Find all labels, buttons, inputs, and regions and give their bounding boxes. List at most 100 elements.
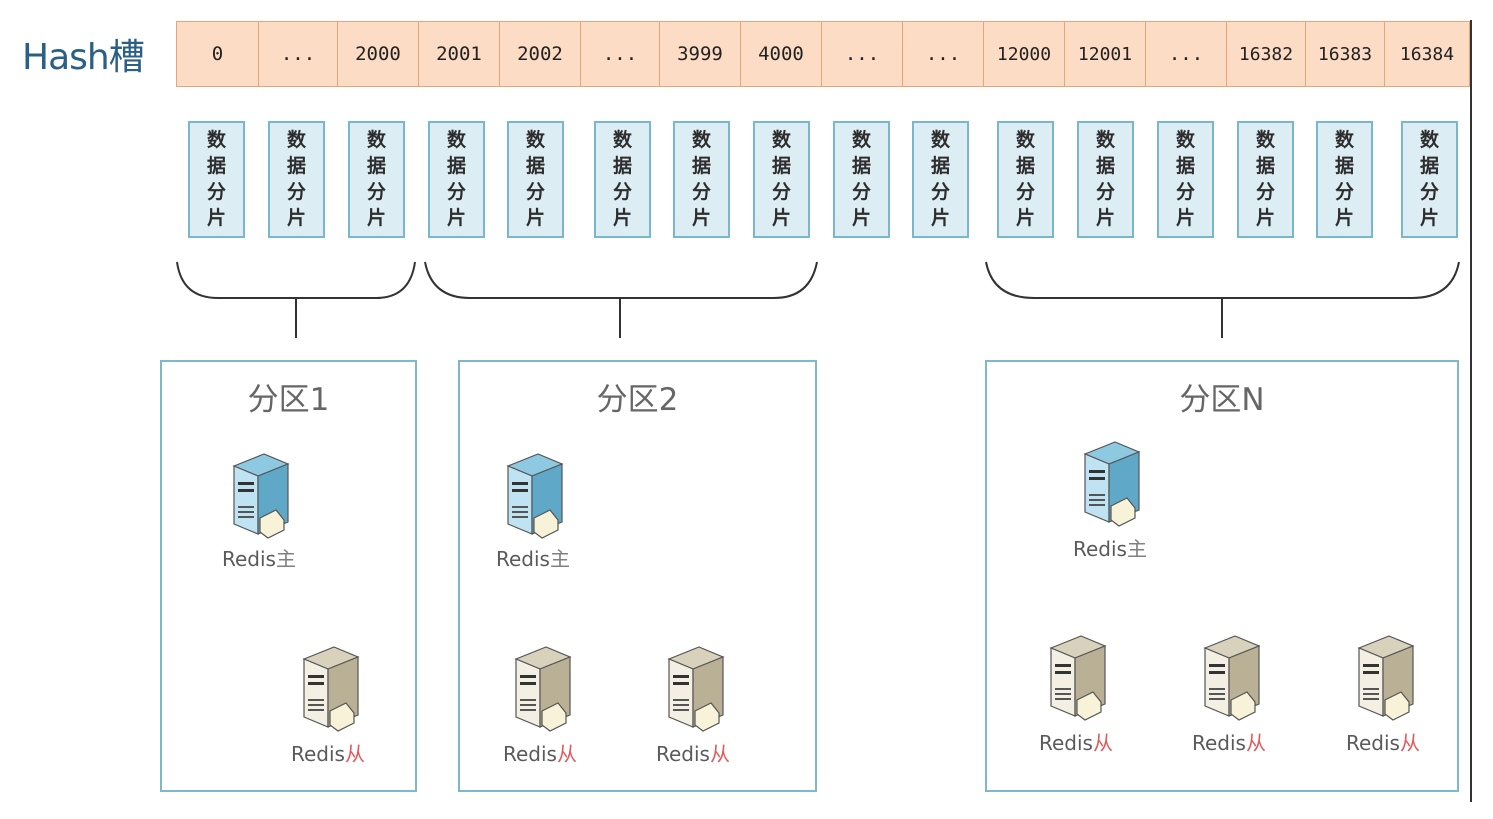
data-shard: 数据分片: [348, 121, 405, 238]
partition-title: 分区N: [1179, 382, 1265, 418]
data-shard-char: 数: [1255, 128, 1275, 151]
data-shard: 数据分片: [1077, 121, 1134, 238]
redis-slave-label: Redis从: [291, 742, 365, 766]
slot-cell: 0: [176, 21, 259, 87]
data-shard-char: 据: [930, 154, 950, 177]
data-shard-char: 数: [1419, 128, 1439, 151]
data-shard-char: 据: [206, 154, 226, 177]
redis-slave-server-icon: [512, 645, 574, 737]
brace-partition-1: [176, 261, 416, 299]
redis-slave-server-icon: [665, 645, 727, 737]
slot-cell: ...: [821, 21, 903, 87]
data-shard-char: 数: [930, 128, 950, 151]
data-shard-char: 据: [1015, 154, 1035, 177]
data-shard-char: 分: [1334, 181, 1354, 204]
redis-slave-server-icon: [1355, 634, 1417, 726]
data-shard-char: 片: [1255, 207, 1275, 230]
redis-slave-label: Redis从: [503, 742, 577, 766]
data-shard-char: 片: [930, 207, 950, 230]
slot-cell: 12001: [1064, 21, 1146, 87]
data-shard-char: 数: [366, 128, 386, 151]
data-shard-char: 数: [691, 128, 711, 151]
data-shard-char: 数: [446, 128, 466, 151]
data-shard-char: 据: [525, 154, 545, 177]
redis-master-server-icon: [504, 452, 566, 544]
data-shard-char: 据: [1095, 154, 1115, 177]
data-shard-char: 据: [851, 154, 871, 177]
data-shard-char: 据: [691, 154, 711, 177]
redis-slave-label: Redis从: [1192, 731, 1266, 755]
data-shard: 数据分片: [594, 121, 651, 238]
data-shard-char: 分: [1419, 181, 1439, 204]
data-shard-char: 片: [525, 207, 545, 230]
data-shard: 数据分片: [833, 121, 890, 238]
data-shard: 数据分片: [507, 121, 564, 238]
slot-cell: 2002: [499, 21, 581, 87]
slot-cell: 3999: [659, 21, 741, 87]
data-shard-char: 片: [771, 207, 791, 230]
data-shard-char: 分: [525, 181, 545, 204]
data-shard-char: 据: [771, 154, 791, 177]
data-shard: 数据分片: [188, 121, 245, 238]
redis-slave-server-icon: [300, 645, 362, 737]
slot-cell: 16383: [1305, 21, 1385, 87]
data-shard-char: 数: [1175, 128, 1195, 151]
data-shard-char: 数: [286, 128, 306, 151]
slot-cell: ...: [902, 21, 984, 87]
data-shard-char: 数: [1334, 128, 1354, 151]
data-shard-char: 片: [1334, 207, 1354, 230]
slot-cell: 4000: [740, 21, 822, 87]
data-shard: 数据分片: [1401, 121, 1458, 238]
redis-slave-label: Redis从: [1039, 731, 1113, 755]
data-shard: 数据分片: [1316, 121, 1373, 238]
data-shard-char: 数: [1095, 128, 1115, 151]
data-shard-char: 片: [612, 207, 632, 230]
data-shard: 数据分片: [428, 121, 485, 238]
data-shard-char: 数: [1015, 128, 1035, 151]
data-shard-char: 分: [691, 181, 711, 204]
data-shard-char: 数: [206, 128, 226, 151]
redis-slave-label: Redis从: [1346, 731, 1420, 755]
data-shard-char: 分: [771, 181, 791, 204]
data-shard-char: 数: [525, 128, 545, 151]
data-shard-char: 据: [1175, 154, 1195, 177]
slot-cell: 2000: [337, 21, 419, 87]
data-shard: 数据分片: [268, 121, 325, 238]
data-shard-char: 分: [1015, 181, 1035, 204]
data-shard-char: 分: [366, 181, 386, 204]
slot-cell: ...: [580, 21, 660, 87]
data-shard-char: 片: [691, 207, 711, 230]
data-shard: 数据分片: [1237, 121, 1294, 238]
data-shard-char: 片: [206, 207, 226, 230]
data-shard-char: 片: [366, 207, 386, 230]
partition-title: 分区2: [596, 382, 679, 418]
hash-slot-title: Hash槽: [22, 37, 145, 78]
partition-n: 分区N: [985, 360, 1459, 792]
brace-partition-n: [985, 261, 1460, 299]
data-shard-char: 数: [851, 128, 871, 151]
partition-title: 分区1: [247, 382, 330, 418]
data-shard-char: 分: [851, 181, 871, 204]
data-shard-char: 据: [1255, 154, 1275, 177]
data-shard-char: 片: [1095, 207, 1115, 230]
right-border-line: [1470, 20, 1472, 802]
redis-slave-server-icon: [1047, 634, 1109, 726]
data-shard-char: 分: [612, 181, 632, 204]
redis-slave-server-icon: [1201, 634, 1263, 726]
redis-master-label: Redis主: [1073, 537, 1147, 561]
data-shard-char: 分: [1175, 181, 1195, 204]
partition-2: 分区2: [458, 360, 817, 792]
data-shard-char: 据: [1334, 154, 1354, 177]
data-shard-char: 分: [206, 181, 226, 204]
slot-cell: 12000: [983, 21, 1065, 87]
slot-cell: ...: [1145, 21, 1227, 87]
data-shard-char: 据: [446, 154, 466, 177]
redis-master-label: Redis主: [222, 547, 296, 571]
redis-master-server-icon: [1081, 440, 1143, 532]
data-shard: 数据分片: [753, 121, 810, 238]
data-shard: 数据分片: [1157, 121, 1214, 238]
data-shard-char: 据: [612, 154, 632, 177]
partition-1: 分区1: [160, 360, 417, 792]
data-shard-char: 片: [1175, 207, 1195, 230]
data-shard-char: 片: [851, 207, 871, 230]
